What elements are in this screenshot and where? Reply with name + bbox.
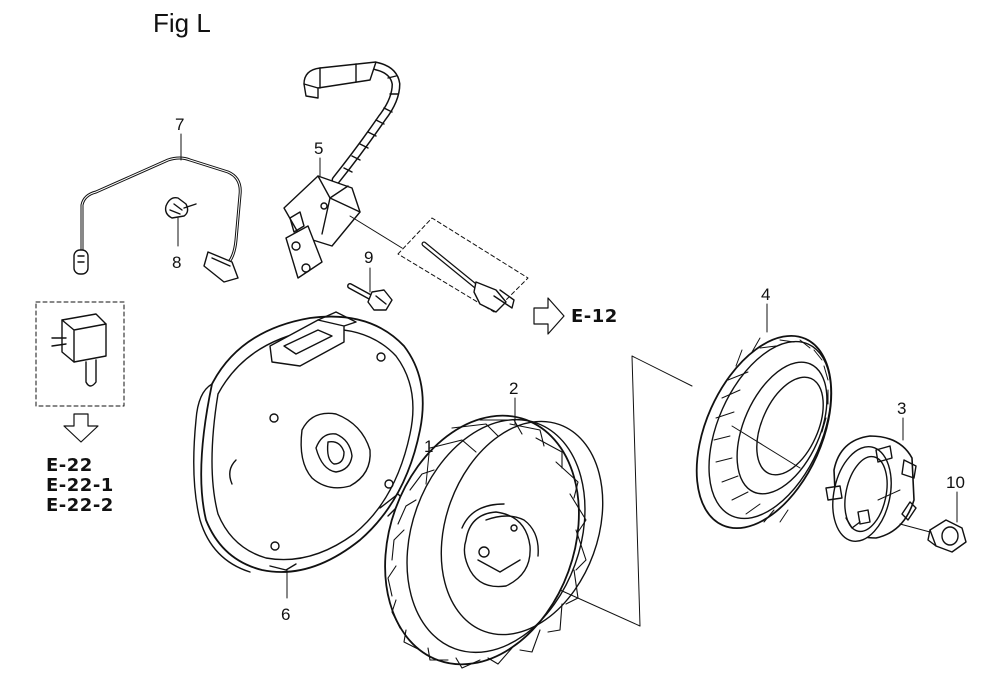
part-2-flywheel	[384, 414, 641, 669]
callout-4: 4	[761, 285, 771, 304]
callout-8: 8	[172, 253, 182, 272]
callout-7: 7	[175, 115, 185, 134]
callout-1: 1	[424, 437, 434, 456]
part-3-ratchet-cup	[825, 435, 917, 543]
reference-e22-1: E-22-1	[46, 475, 114, 496]
callout-10: 10	[946, 473, 965, 492]
part-8-wire-clip	[164, 196, 197, 219]
part-6-fan-cover	[193, 311, 424, 573]
figure-title: Fig L	[153, 8, 211, 38]
callout-6: 6	[281, 605, 291, 624]
ignition-module-inset	[35, 301, 125, 443]
part-7-ground-wire	[73, 156, 242, 283]
assembly-leader-line	[631, 355, 693, 627]
part-10-flange-nut	[899, 519, 967, 553]
part-9-flange-bolt	[347, 283, 393, 311]
callout-leaders	[177, 133, 958, 599]
part-4-starter-pulley	[695, 334, 833, 530]
callout-2: 2	[509, 379, 519, 398]
reference-e22: E-22	[46, 455, 93, 476]
callout-9: 9	[364, 248, 374, 267]
callout-5: 5	[314, 139, 324, 158]
callout-3: 3	[897, 399, 907, 418]
part-5-ignition-coil	[283, 61, 401, 279]
reference-e22-2: E-22-2	[46, 495, 114, 516]
e12-bolt-inset	[349, 215, 565, 335]
reference-e12: E-12	[571, 306, 618, 327]
